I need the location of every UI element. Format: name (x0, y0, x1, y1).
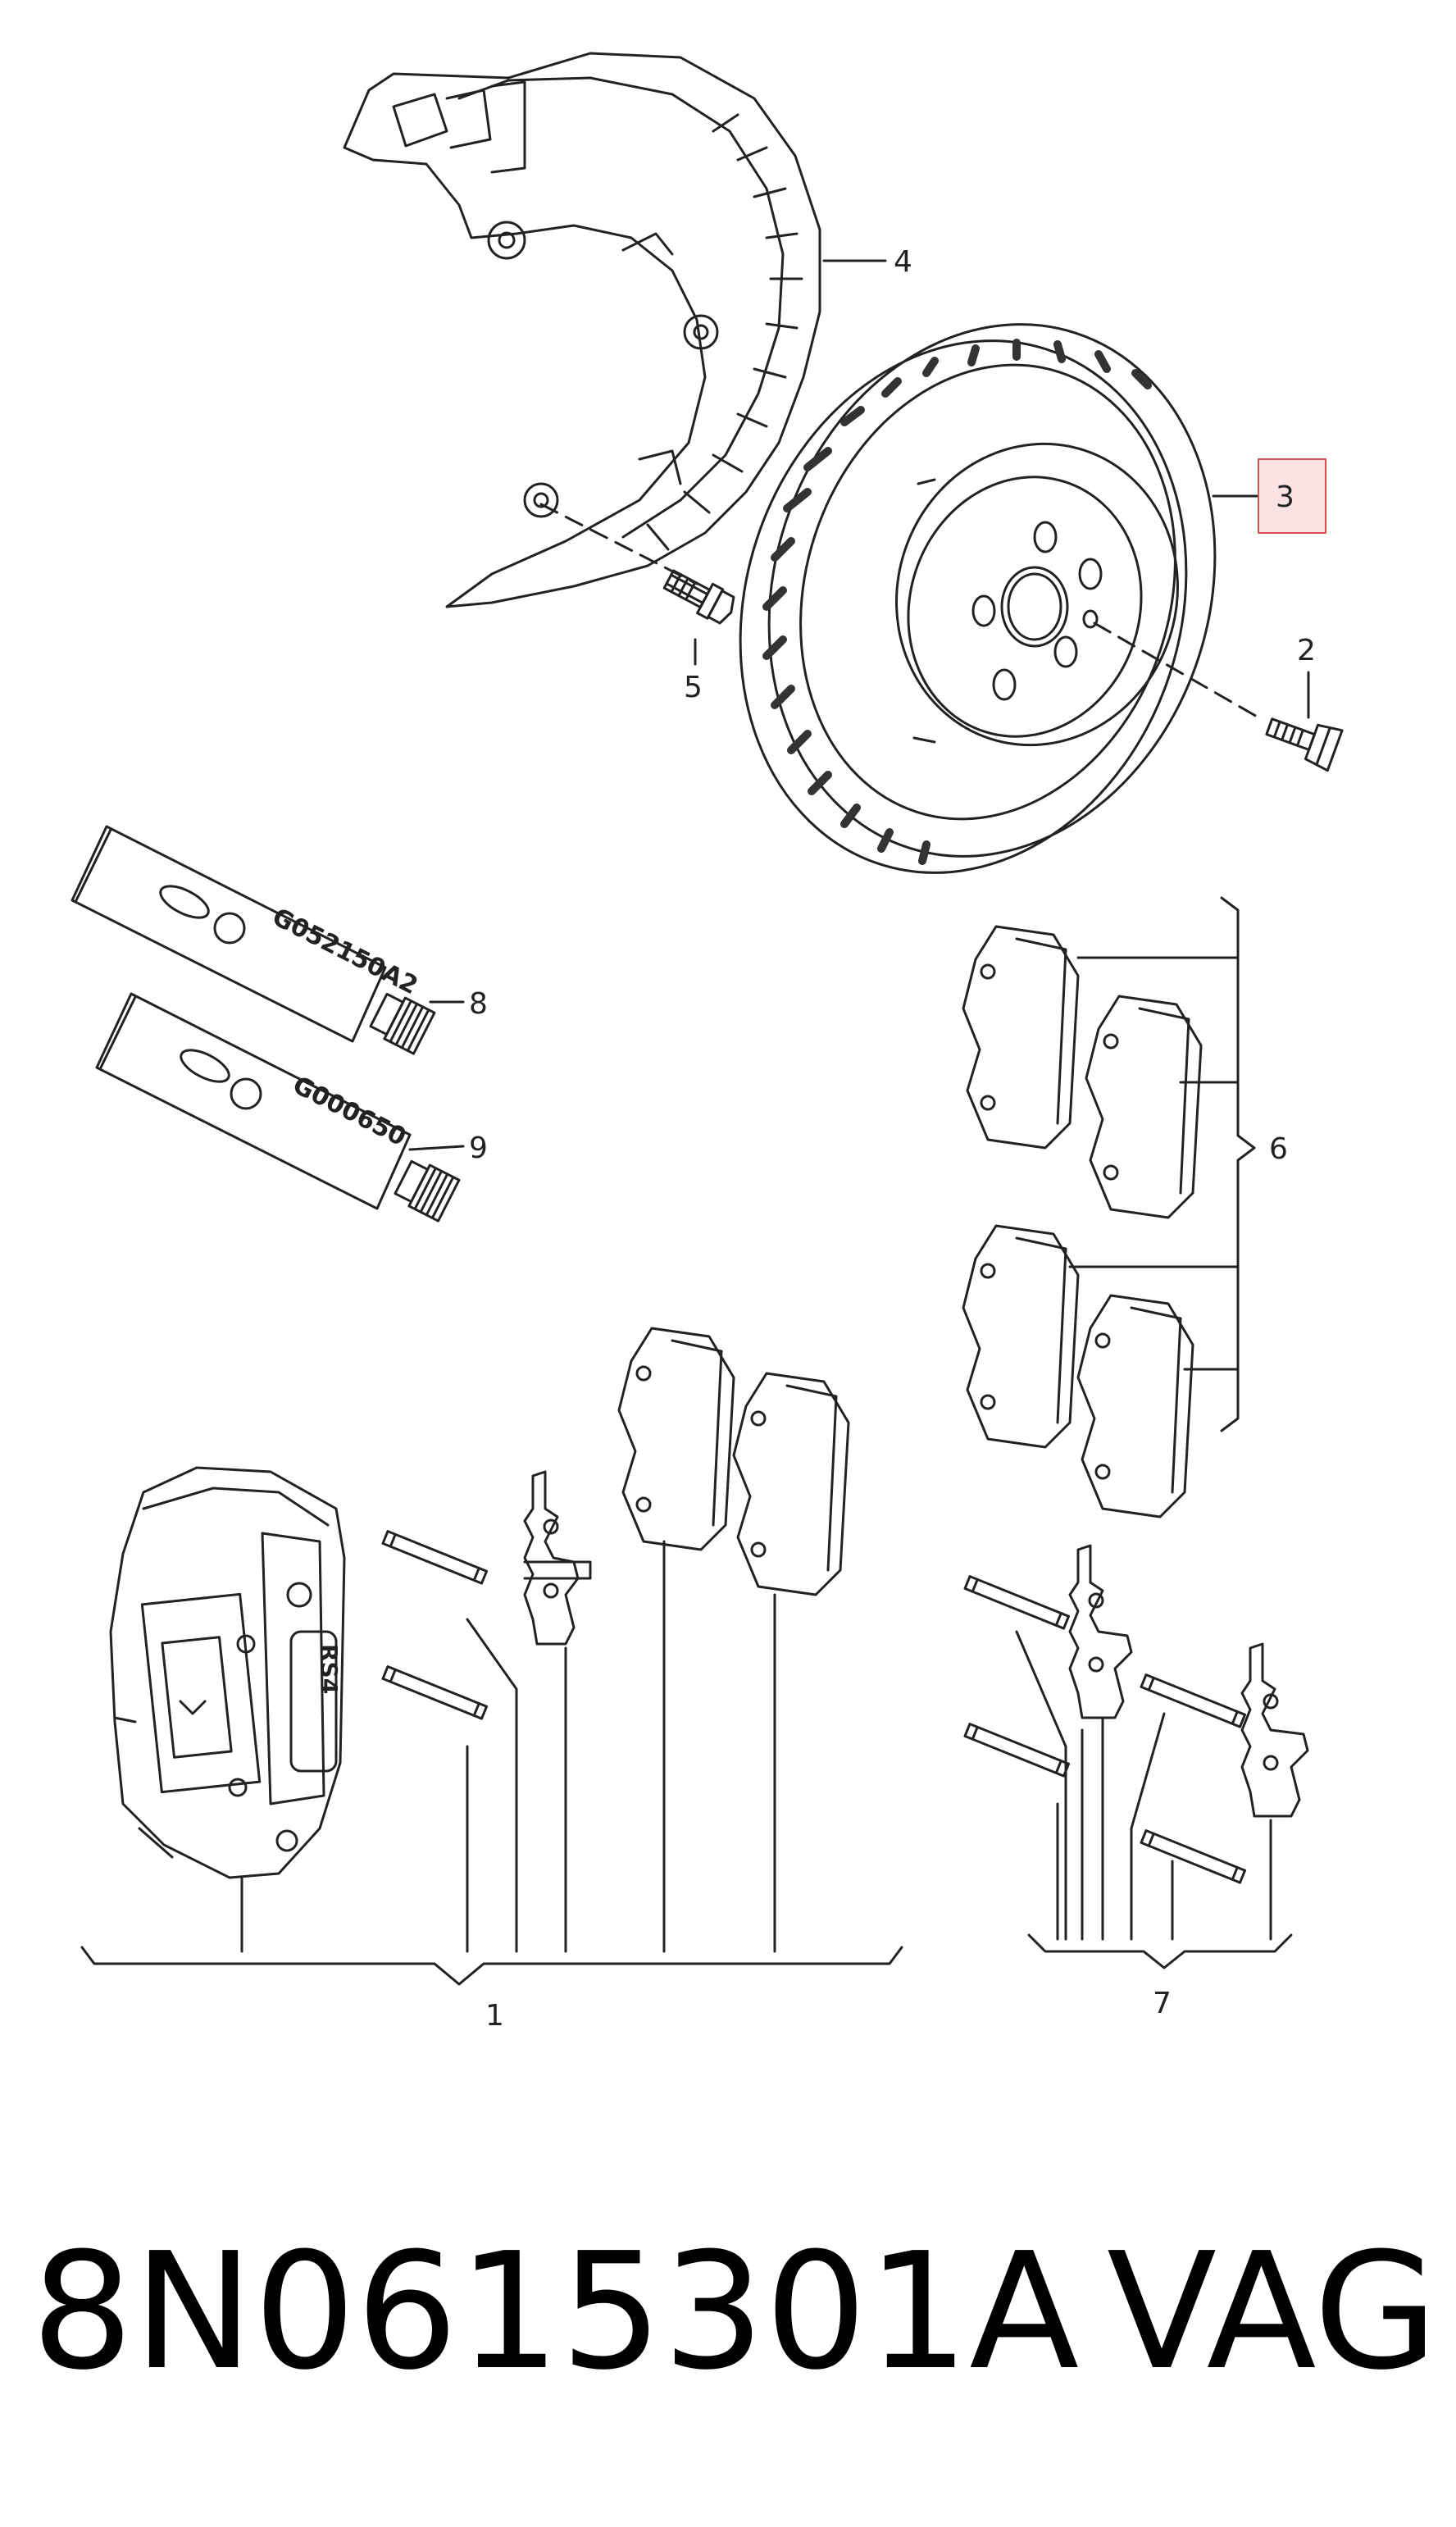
part-number: 8N0615301A (31, 2219, 1080, 2406)
callout-7: 7 (1153, 1987, 1172, 2020)
callout-3: 3 (1276, 480, 1294, 514)
svg-text:RS4: RS4 (316, 1644, 343, 1694)
spring-clip-1 (523, 1470, 592, 1646)
callout-6: 6 (1269, 1132, 1288, 1166)
splash-shield (343, 52, 821, 608)
bracket-7 (1027, 1933, 1293, 1969)
hardware-kit-7 (963, 1544, 1309, 1884)
guide-pins-1 (381, 1530, 489, 1720)
disc-screw (1265, 717, 1344, 772)
callout-9: 9 (469, 1131, 488, 1165)
callout-1: 1 (485, 1999, 504, 2033)
brake-disc (739, 323, 1217, 874)
pads-1 (617, 1327, 850, 1596)
callout-4: 4 (894, 245, 912, 279)
tube-b-label: G000650 (288, 1071, 410, 1152)
dashed-leader-2 (1093, 622, 1260, 719)
dashed-leader-5 (539, 503, 698, 585)
callout-5: 5 (684, 671, 703, 704)
tube-a-label: G052150A2 (267, 903, 422, 1000)
leader-9 (408, 1145, 465, 1151)
brand-name: VAG (1107, 2219, 1439, 2406)
hex-bolt (662, 569, 735, 625)
callout-2: 2 (1297, 634, 1316, 667)
callout-8: 8 (469, 987, 488, 1021)
bracket-1 (80, 1946, 903, 1986)
callout-3-highlight (1258, 458, 1326, 534)
brake-caliper: RS4 (109, 1466, 346, 1879)
exploded-parts-diagram: 4 5 3 2 (71, 52, 1344, 2033)
grease-tube-a: G052150A2 (71, 825, 436, 1055)
pad-set-6 (962, 896, 1256, 1518)
